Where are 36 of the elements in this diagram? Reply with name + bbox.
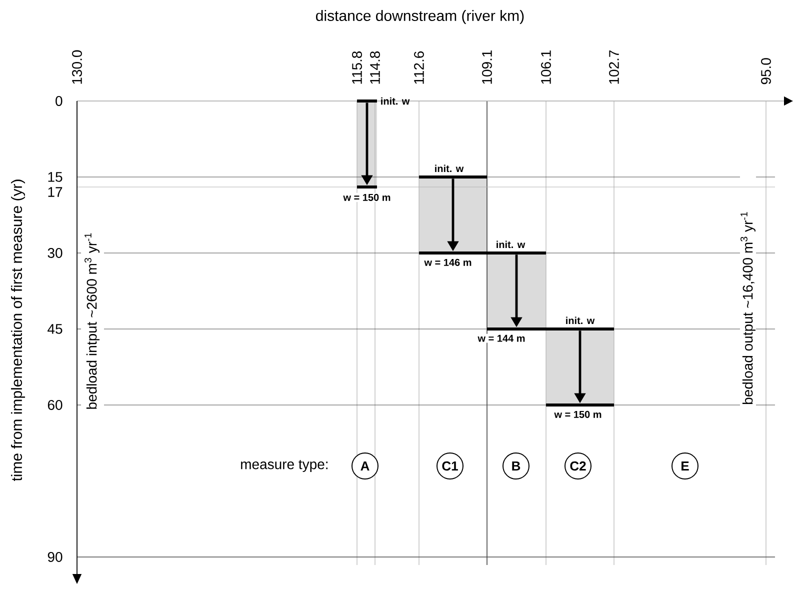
tick-label: 102.7 — [609, 50, 619, 84]
width-bar: w = 150 m — [546, 404, 614, 419]
tick-label: 17 — [48, 187, 62, 197]
width-bar: init. w — [419, 164, 487, 178]
node-label: w = 146 m — [424, 258, 472, 266]
tick-label: 30 — [48, 248, 62, 258]
node-label: init. w — [381, 97, 410, 105]
node-label: w = 144 m — [478, 334, 525, 342]
tick-label: 130.0 — [72, 50, 82, 84]
tick-label: 60 — [48, 400, 62, 410]
width-bar: init. w — [487, 240, 546, 254]
tick-label: 109.1 — [482, 50, 492, 84]
tick-label: 112.6 — [414, 51, 424, 84]
node-label: w = 150 m — [343, 194, 390, 201]
tick-label: 106.1 — [541, 50, 551, 84]
width-bar: init. w — [357, 97, 410, 105]
node-label: init. w — [566, 316, 595, 324]
tick-label: 95.0 — [761, 58, 771, 84]
axis-title: distance downstream (river km) — [316, 10, 524, 24]
width-bar: w = 144 m — [476, 328, 546, 343]
axis-title: time from implementation of first measure (yr) — [11, 180, 25, 482]
tick-label: 45 — [48, 324, 62, 334]
tick-label: 15 — [48, 172, 62, 182]
tick-label: 115.8 — [352, 51, 362, 84]
axis-title: bedload output ~16,400 m$^{3}$ yr$^{-1}$ — [740, 212, 756, 404]
width-bar: w = 146 m — [419, 252, 487, 267]
width-bar: init. w — [546, 316, 614, 330]
tick-label: 0 — [56, 96, 62, 106]
tick-label: 90 — [48, 552, 62, 562]
node-label: init. w — [496, 240, 526, 248]
node-label: w = 150 m — [554, 410, 602, 418]
node-label: init. w — [435, 164, 464, 172]
axis-title: bedload intput ~2600 m$^{3}$ yr$^{-1}$ — [84, 233, 100, 409]
tick-label: 114.8 — [370, 51, 380, 84]
width-bar: w = 150 m — [342, 186, 392, 202]
row-label: measure type: — [241, 460, 328, 472]
